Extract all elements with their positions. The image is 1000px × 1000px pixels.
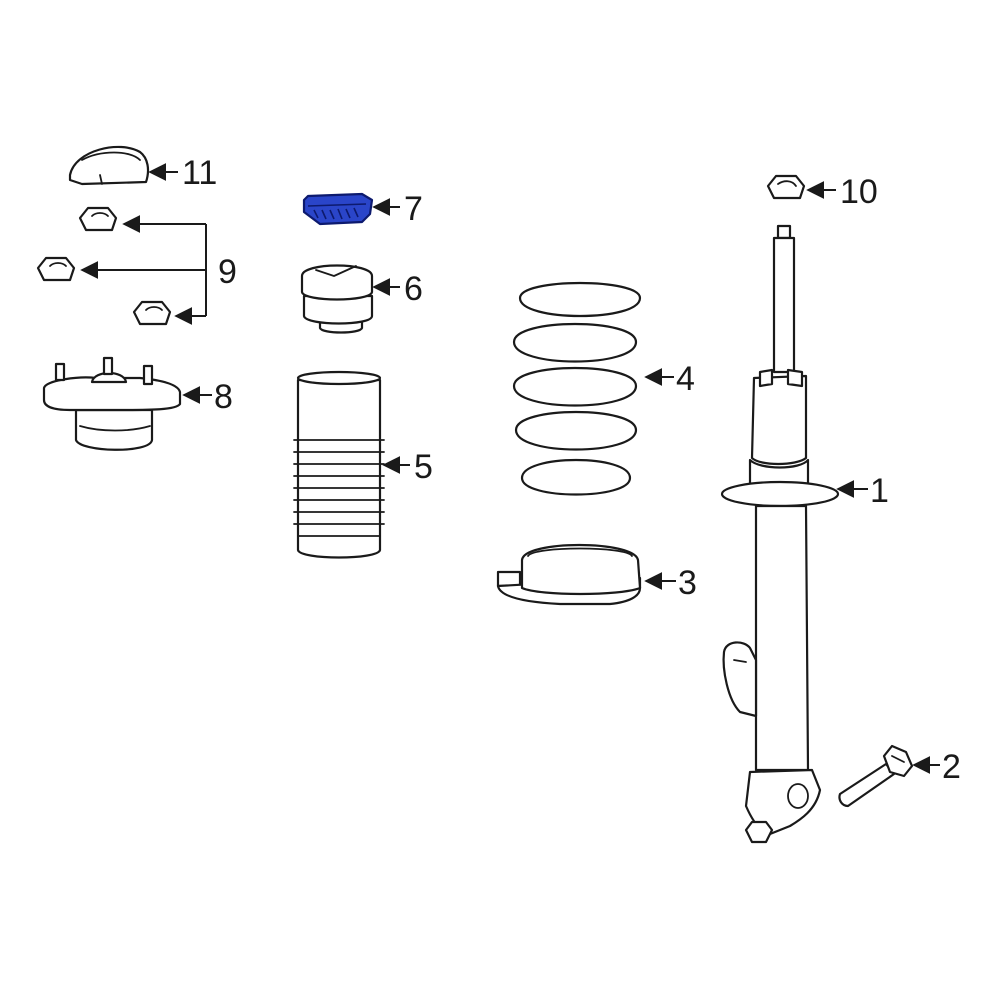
strut-nut-part[interactable] xyxy=(766,174,806,200)
strut-part[interactable] xyxy=(720,224,840,844)
callout-5: 5 xyxy=(414,448,433,486)
mount-nut-1[interactable] xyxy=(78,206,118,232)
callout-9: 9 xyxy=(218,253,237,291)
callout-3: 3 xyxy=(678,564,697,602)
dust-boot-part[interactable] xyxy=(293,370,385,559)
mount-nut-3[interactable] xyxy=(132,300,172,326)
callout-7: 7 xyxy=(404,190,423,228)
cap-part[interactable] xyxy=(68,145,150,186)
upper-mount-part[interactable] xyxy=(42,356,182,451)
mount-nut-2[interactable] xyxy=(36,256,76,282)
callout-4: 4 xyxy=(676,360,695,398)
bolt-part[interactable] xyxy=(838,744,914,808)
insulator-part[interactable] xyxy=(302,192,374,226)
boot-bellows xyxy=(293,439,385,537)
callout-11: 11 xyxy=(182,154,217,192)
leader-9 xyxy=(80,215,207,325)
coil-spring-part[interactable] xyxy=(512,281,642,496)
callout-8: 8 xyxy=(214,378,233,416)
callout-1: 1 xyxy=(870,472,889,510)
lower-spring-seat-part[interactable] xyxy=(496,543,642,606)
callout-2: 2 xyxy=(942,748,961,786)
callout-6: 6 xyxy=(404,270,423,308)
callout-10: 10 xyxy=(840,173,878,211)
bump-stop-part[interactable] xyxy=(300,264,374,334)
